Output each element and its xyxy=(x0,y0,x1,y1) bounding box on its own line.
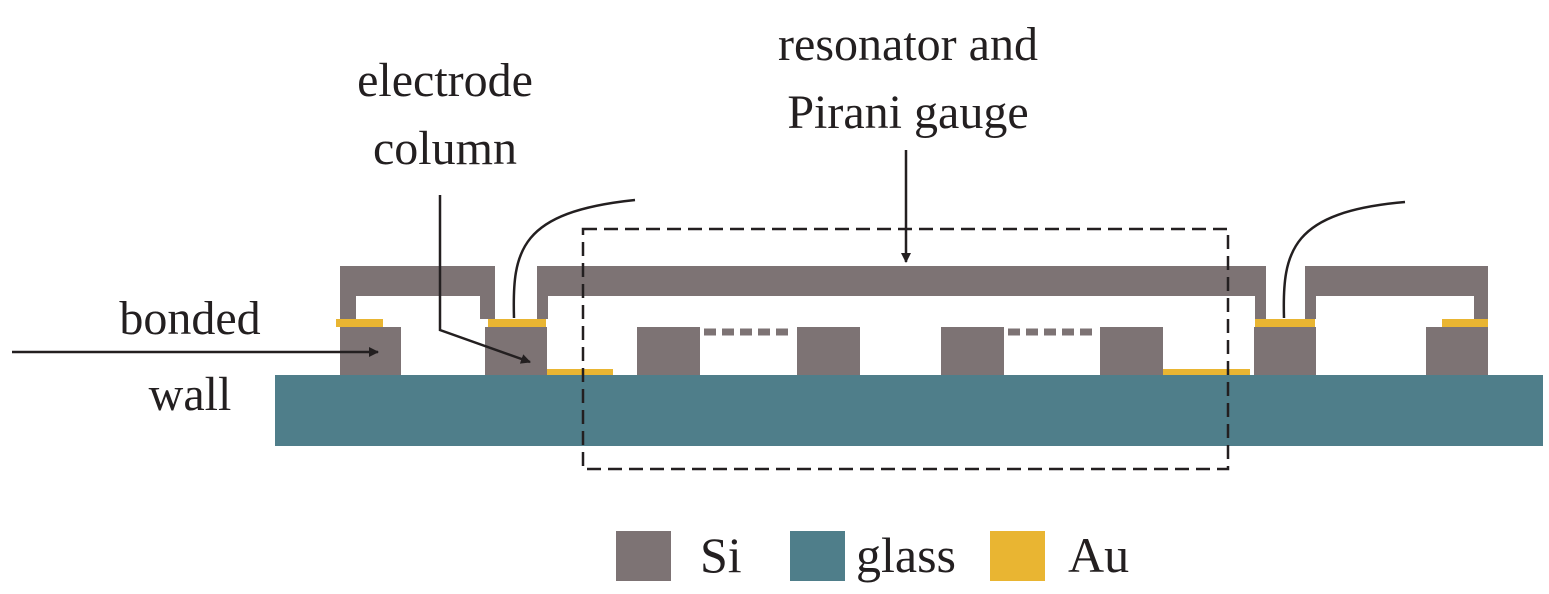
au-electrode-pad-left xyxy=(547,369,613,375)
legend-swatch-au xyxy=(990,531,1045,581)
bonded-label-line1: bonded xyxy=(119,292,260,345)
resonator-block-2 xyxy=(797,327,860,375)
resonator-block-1 xyxy=(637,327,700,375)
si-cap-center xyxy=(537,266,1266,319)
legend-swatch-si xyxy=(616,531,671,581)
resonator-label-line2: Pirani gauge xyxy=(787,86,1028,139)
au-bond-electrode-right xyxy=(1255,319,1315,327)
bond-wire-right xyxy=(1282,200,1406,319)
resonator-block-3 xyxy=(941,327,1004,375)
legend: Si glass Au xyxy=(616,527,1129,583)
au-electrode-pad-right xyxy=(1162,369,1250,375)
si-cap-right xyxy=(1305,266,1488,319)
bonded-label-line2: wall xyxy=(149,368,232,421)
si-cap-left xyxy=(340,266,495,319)
au-bond-bonded-wall-left xyxy=(336,319,383,327)
bonded-wall-right xyxy=(1426,327,1488,375)
electrode-label-line2: column xyxy=(373,122,517,175)
legend-label-si: Si xyxy=(700,527,742,583)
resonator-block-4 xyxy=(1100,327,1163,375)
resonator-label-line1: resonator and xyxy=(778,18,1038,71)
electrode-column-right xyxy=(1254,327,1316,375)
glass-substrate xyxy=(275,375,1543,446)
au-bond-bonded-wall-right xyxy=(1442,319,1488,327)
bond-wire-left xyxy=(512,198,636,319)
electrode-column-arrow xyxy=(438,195,531,364)
electrode-label-line1: electrode xyxy=(357,54,533,107)
legend-label-glass: glass xyxy=(856,527,956,583)
electrode-column-left xyxy=(485,327,547,375)
au-bond-electrode-left xyxy=(488,319,546,327)
legend-label-au: Au xyxy=(1068,527,1129,583)
legend-swatch-glass xyxy=(790,531,845,581)
